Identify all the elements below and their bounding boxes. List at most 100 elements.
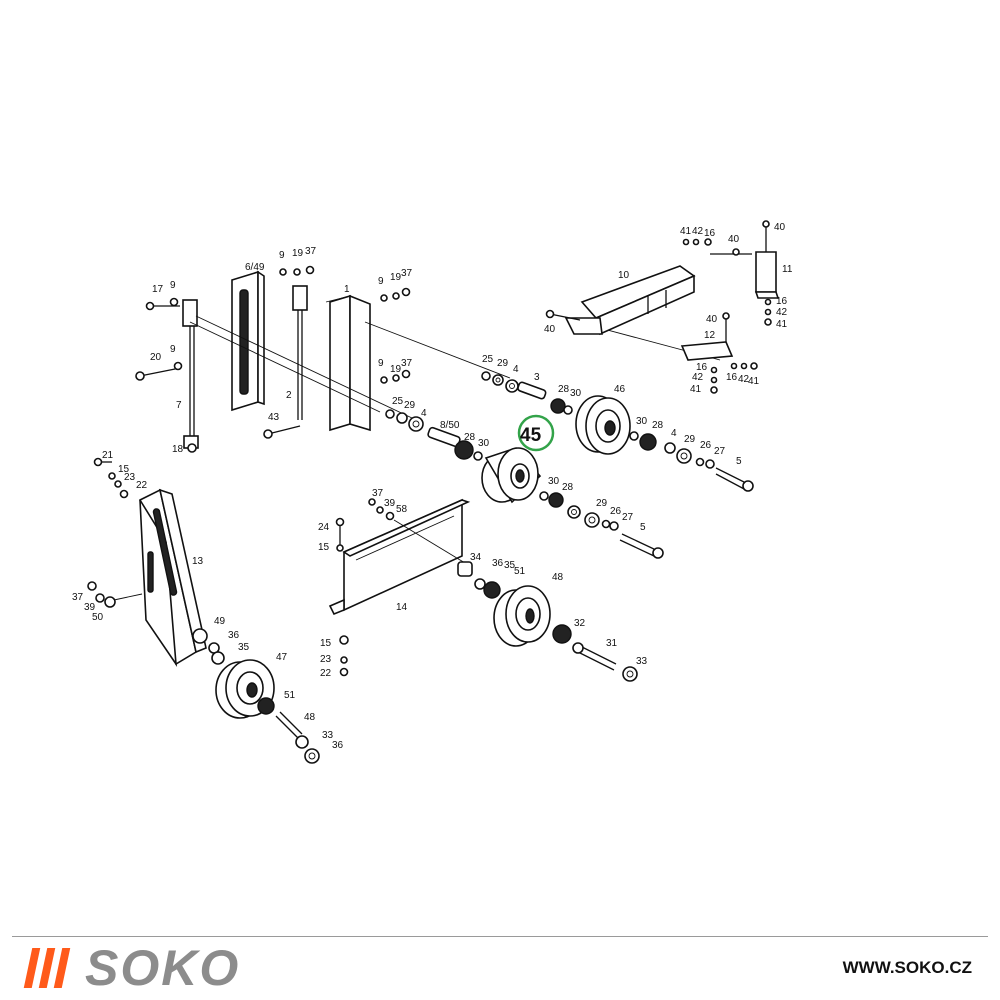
logo-stripe — [53, 948, 71, 988]
label-13: 13 — [192, 556, 204, 567]
plate-12 — [680, 312, 734, 361]
label-33-b: 33 — [636, 656, 648, 667]
bolt-5-lower — [619, 533, 664, 559]
label-27-a: 27 — [714, 446, 726, 457]
label-15-b: 15 — [318, 542, 330, 553]
label-18: 18 — [172, 444, 184, 455]
label-27-b: 27 — [622, 512, 634, 523]
label-9-b: 9 — [279, 250, 285, 261]
label-10: 10 — [618, 270, 630, 281]
label-2: 2 — [286, 390, 292, 401]
label-29-c: 29 — [684, 434, 696, 445]
label-19-b: 19 — [390, 272, 402, 283]
label-42-c: 42 — [692, 372, 704, 383]
bracket-1 — [325, 294, 371, 432]
label-16-d: 16 — [726, 372, 738, 383]
label-34: 34 — [470, 552, 482, 563]
plate-14 — [328, 498, 471, 616]
label-45-highlight: 45 — [520, 425, 542, 446]
roller-45 — [481, 447, 542, 504]
label-39-b: 39 — [384, 498, 396, 509]
label-30-c: 30 — [636, 416, 648, 427]
label-28-a: 28 — [464, 432, 476, 443]
label-22-b: 22 — [320, 668, 332, 679]
rod-7 — [182, 299, 199, 449]
bolt-31 — [572, 642, 638, 682]
label-12: 12 — [704, 330, 716, 341]
label-47: 47 — [276, 652, 288, 663]
label-16-a: 16 — [704, 228, 716, 239]
label-11: 11 — [782, 264, 793, 275]
label-37-c: 37 — [401, 358, 413, 369]
label-40-c: 40 — [544, 324, 556, 335]
label-29-a: 29 — [404, 400, 416, 411]
label-51-a: 51 — [284, 690, 296, 701]
highlight-45[interactable] — [517, 414, 555, 452]
label-50: 50 — [92, 612, 104, 623]
label-40-d: 40 — [706, 314, 718, 325]
label-48-a: 48 — [304, 712, 316, 723]
rod-2 — [292, 285, 308, 420]
label-28-d: 28 — [562, 482, 574, 493]
label-16-b: 16 — [776, 296, 788, 307]
label-22-a: 22 — [136, 480, 148, 491]
label-58: 58 — [396, 504, 408, 515]
pulley-48 — [457, 561, 572, 647]
label-37-d: 37 — [72, 592, 84, 603]
label-8-50: 8/50 — [440, 420, 460, 431]
label-29-d: 29 — [596, 498, 608, 509]
label-20: 20 — [150, 352, 162, 363]
pulley-46 — [575, 395, 631, 455]
label-16-c: 16 — [696, 362, 708, 373]
label-42-b: 42 — [776, 307, 788, 318]
label-4-c: 4 — [671, 428, 677, 439]
label-37-e: 37 — [372, 488, 384, 499]
label-4-a: 4 — [421, 408, 427, 419]
label-15-c: 15 — [320, 638, 332, 649]
label-30-a: 30 — [478, 438, 490, 449]
label-5-a: 5 — [736, 456, 742, 467]
label-23-b: 23 — [320, 654, 332, 665]
soko-logo: SOKO — [23, 940, 241, 996]
label-42-a: 42 — [692, 226, 704, 237]
label-23-a: 23 — [124, 472, 136, 483]
website-link[interactable]: WWW.SOKO.CZ — [842, 958, 972, 977]
bolts-upper-left — [135, 265, 411, 453]
bracket-11 — [754, 220, 780, 299]
label-28-c: 28 — [652, 420, 664, 431]
label-17: 17 — [152, 284, 164, 295]
washers-upper-shaft — [481, 371, 573, 415]
label-5-b: 5 — [640, 522, 646, 533]
hardware-upper-right — [545, 238, 772, 394]
label-3: 3 — [534, 372, 540, 383]
label-41-d: 41 — [748, 376, 760, 387]
label-43: 43 — [268, 412, 280, 423]
label-4-b: 4 — [513, 364, 519, 375]
label-9-a: 9 — [170, 280, 176, 291]
label-30-b: 30 — [570, 388, 582, 399]
logo-stripe — [38, 948, 56, 988]
bolt-5-upper — [715, 467, 754, 492]
label-41-b: 41 — [776, 319, 788, 330]
label-31: 31 — [606, 638, 618, 649]
part-labels: 17 9 6/49 9 19 37 1 9 19 37 20 9 7 2 18 … — [72, 222, 793, 751]
label-51-b: 51 — [514, 566, 526, 577]
bolt-48 — [275, 711, 320, 764]
label-46: 46 — [614, 384, 626, 395]
pin-3 — [517, 381, 547, 400]
label-48-b: 48 — [552, 572, 564, 583]
label-36-a: 36 — [228, 630, 240, 641]
hardware-13 — [87, 457, 143, 608]
bearing-right-roller — [539, 491, 619, 531]
logo-text: SOKO — [85, 940, 241, 996]
label-40-b: 40 — [774, 222, 786, 233]
hardware-14 — [335, 498, 471, 677]
label-39-a: 39 — [84, 602, 96, 613]
label-28-b: 28 — [558, 384, 570, 395]
label-1: 1 — [344, 284, 350, 295]
bearing-28-30-left — [454, 440, 483, 461]
label-6-49: 6/49 — [245, 262, 265, 273]
label-29-b: 29 — [497, 358, 509, 369]
label-15-a: 15 — [118, 464, 130, 475]
